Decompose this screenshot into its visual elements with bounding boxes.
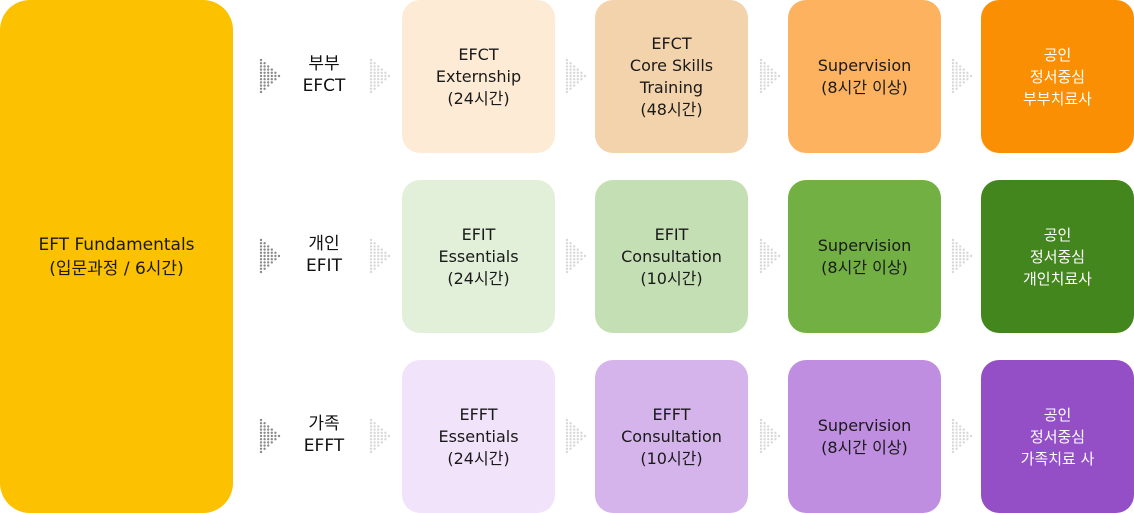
couples-step-2-box: EFCT Core Skills Training (48시간) — [595, 0, 748, 153]
family-step-2-text: EFFT Consultation (10시간) — [621, 404, 722, 468]
family-step-arrow-icon — [951, 418, 973, 454]
individual-step-arrow-icon — [565, 238, 587, 274]
individual-step-2-box: EFIT Consultation (10시간) — [595, 180, 748, 333]
couples-step-arrow-icon — [565, 58, 587, 94]
family-step-arrow-icon — [759, 418, 781, 454]
individual-track-label: 개인 EFIT — [306, 234, 342, 276]
couples-step-3-box: Supervision (8시간 이상) — [788, 0, 941, 153]
individual-step-1-text: EFIT Essentials (24시간) — [438, 224, 519, 288]
family-step-arrow-icon — [565, 418, 587, 454]
family-step-1-text: EFFT Essentials (24시간) — [438, 404, 519, 468]
individual-entry-arrow-icon — [259, 238, 281, 274]
couples-step-4-certification-box: 공인 정서중심 부부치료사 — [981, 0, 1134, 153]
fundamentals-box: EFT Fundamentals (입문과정 / 6시간) — [0, 0, 233, 513]
couples-step-1-box: EFCT Externship (24시간) — [402, 0, 555, 153]
family-step-1-box: EFFT Essentials (24시간) — [402, 360, 555, 513]
fundamentals-label: EFT Fundamentals (입문과정 / 6시간) — [38, 234, 195, 279]
family-entry-arrow-icon — [259, 418, 281, 454]
family-track-label: 가족 EFFT — [303, 414, 345, 456]
individual-step-3-text: Supervision (8시간 이상) — [817, 235, 912, 277]
family-step-3-box: Supervision (8시간 이상) — [788, 360, 941, 513]
individual-step-arrow-icon — [369, 238, 391, 274]
family-step-4-certification-box: 공인 정서중심 가족치료 사 — [981, 360, 1134, 513]
couples-step-arrow-icon — [951, 58, 973, 94]
couples-step-arrow-icon — [369, 58, 391, 94]
couples-step-2-text: EFCT Core Skills Training (48시간) — [629, 33, 714, 119]
individual-step-3-box: Supervision (8시간 이상) — [788, 180, 941, 333]
couples-entry-arrow-icon — [259, 58, 281, 94]
family-step-2-box: EFFT Consultation (10시간) — [595, 360, 748, 513]
couples-step-4-text: 공인 정서중심 부부치료사 — [1022, 45, 1092, 108]
individual-step-4-certification-box: 공인 정서중심 개인치료사 — [981, 180, 1134, 333]
individual-step-arrow-icon — [951, 238, 973, 274]
couples-track-label: 부부 EFCT — [302, 54, 346, 96]
individual-step-arrow-icon — [759, 238, 781, 274]
individual-step-2-text: EFIT Consultation (10시간) — [621, 224, 722, 288]
family-step-3-text: Supervision (8시간 이상) — [817, 415, 912, 457]
family-step-4-text: 공인 정서중심 가족치료 사 — [1020, 405, 1095, 468]
individual-step-1-box: EFIT Essentials (24시간) — [402, 180, 555, 333]
individual-step-4-text: 공인 정서중심 개인치료사 — [1022, 225, 1092, 288]
family-step-arrow-icon — [369, 418, 391, 454]
couples-step-3-text: Supervision (8시간 이상) — [817, 55, 912, 97]
couples-step-arrow-icon — [759, 58, 781, 94]
couples-step-1-text: EFCT Externship (24시간) — [435, 44, 522, 108]
